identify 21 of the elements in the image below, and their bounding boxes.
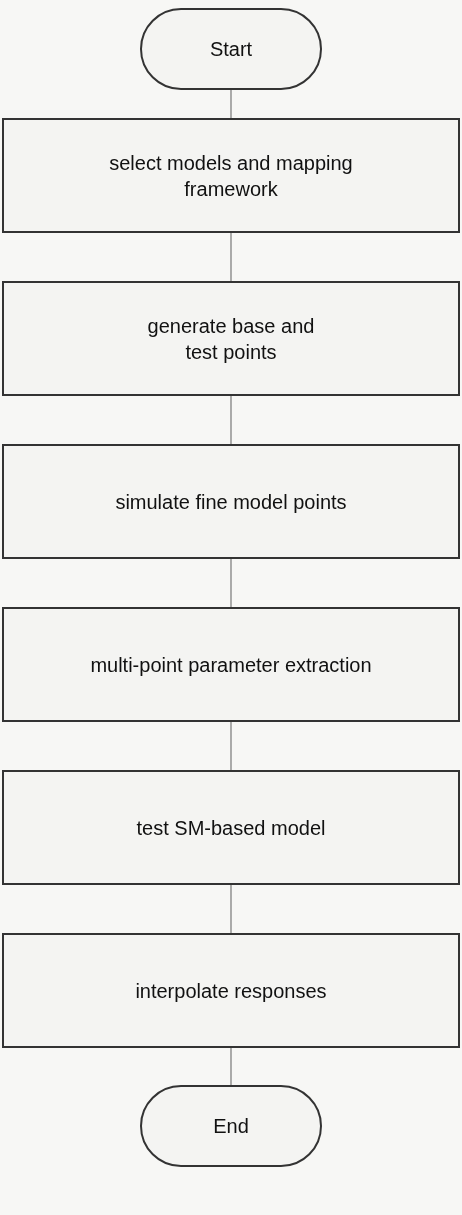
process-box xyxy=(2,607,460,722)
node-label: simulate fine model points xyxy=(115,489,347,515)
process-box xyxy=(2,281,460,396)
node-label: interpolate responses xyxy=(135,978,327,1004)
node-label: Start xyxy=(209,37,253,62)
node-label: select models and mapping framework xyxy=(108,150,354,202)
node-label: test SM-based model xyxy=(136,815,326,841)
connector-line xyxy=(230,1047,232,1086)
process-box xyxy=(2,118,460,233)
node-label: multi-point parameter extraction xyxy=(90,652,372,678)
connector-line xyxy=(230,558,232,608)
process-box xyxy=(2,770,460,885)
process-box xyxy=(2,933,460,1048)
connector-line xyxy=(230,232,232,282)
process-box xyxy=(2,444,460,559)
connector-line xyxy=(230,89,232,119)
connector-line xyxy=(230,884,232,934)
connector-line xyxy=(230,395,232,445)
node-label: generate base and test points xyxy=(146,313,316,365)
node-label: End xyxy=(213,1114,249,1139)
connector-line xyxy=(230,721,232,771)
